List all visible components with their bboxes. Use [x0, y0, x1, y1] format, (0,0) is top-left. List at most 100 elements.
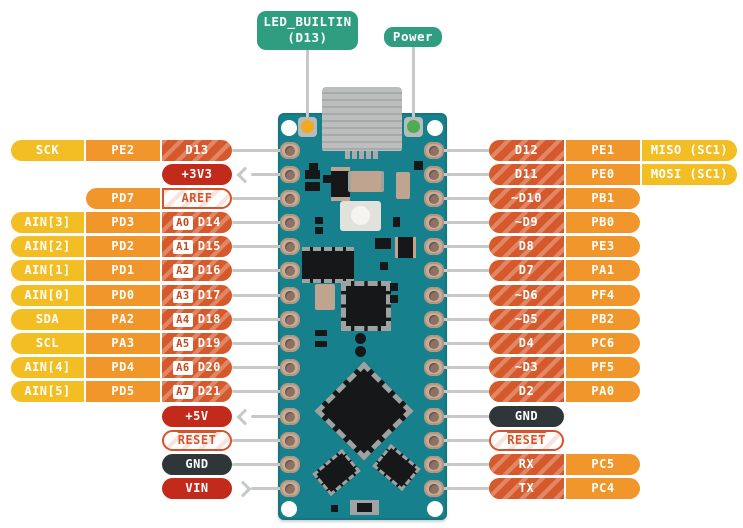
mounting-hole [427, 501, 443, 517]
leader-line [440, 269, 490, 272]
pin-row: VIN [0, 478, 743, 499]
crystal-oscillator [351, 171, 381, 192]
pin-pad [280, 142, 300, 159]
analog-pin-chip: A7 [173, 384, 193, 399]
pin-pad [280, 262, 300, 279]
leader-line [440, 439, 490, 442]
leader-line [440, 149, 490, 152]
pin-row: ~D10 PB1 [0, 188, 743, 209]
digital-pin-label: D17 [197, 288, 221, 302]
pin-pad [280, 480, 300, 497]
port-pill: PF4 [566, 285, 640, 306]
reset-pill: RESET [162, 430, 232, 451]
port-pill: PC4 [566, 478, 640, 499]
pin-pill: ~D10 [489, 188, 564, 209]
digital-pin-label: D15 [197, 239, 221, 253]
leader-line [232, 390, 285, 393]
pin-pad [424, 335, 444, 352]
leader-line [232, 149, 285, 152]
pin-pad [424, 142, 444, 159]
pin-pad [280, 456, 300, 473]
usb-pin [366, 151, 371, 159]
pin-pad [424, 456, 444, 473]
pin-pad [280, 166, 300, 183]
led-builtin-callout: LED_BUILTIN (D13) [257, 11, 358, 50]
mounting-hole [427, 120, 443, 136]
pin-row: ~D9 PB0 [0, 212, 743, 233]
digital-pin-label: D20 [197, 360, 221, 374]
pin-pill: RX [489, 454, 564, 475]
smd-component [414, 161, 423, 170]
pin-pad [280, 214, 300, 231]
pin-pill: A1 D15 [162, 236, 232, 257]
port-pill: PD7 [86, 188, 160, 209]
smd-component [380, 262, 388, 270]
signal-pill: AIN[3] [11, 212, 84, 233]
port-pill: PE0 [566, 164, 640, 185]
port-pill: PD0 [86, 285, 160, 306]
pin-pad [280, 190, 300, 207]
signal-pill: AIN[5] [11, 381, 84, 402]
signal-pill: MISO (SC1) [642, 140, 737, 161]
port-pill: PC5 [566, 454, 640, 475]
pin-pill: ~D5 [489, 309, 564, 330]
port-pill: PA2 [86, 309, 160, 330]
pin-pad [280, 238, 300, 255]
smd-component [375, 238, 391, 249]
pin-row: GND [0, 406, 743, 427]
port-pill: PE2 [86, 140, 160, 161]
pin-pill: D2 [489, 381, 564, 402]
pin-pill: ~D6 [489, 285, 564, 306]
leader-line [440, 366, 490, 369]
callout-line2: (D13) [287, 30, 328, 45]
smd-component [323, 175, 331, 183]
gnd-pill: GND [489, 406, 564, 427]
pin-pill: D7 [489, 260, 564, 281]
callout-line [306, 46, 309, 126]
smd-component [309, 163, 318, 172]
leader-line [440, 463, 490, 466]
leader-line [440, 318, 490, 321]
digital-pin-label: D16 [197, 263, 221, 277]
pin-pad [280, 383, 300, 400]
pin-pill: D11 [489, 164, 564, 185]
smd-component [390, 283, 398, 291]
leader-line [232, 245, 285, 248]
ic-chip [341, 281, 391, 331]
pin-pad [280, 311, 300, 328]
digital-pin-label: D14 [197, 215, 221, 229]
pin-pill: AREF [162, 188, 232, 209]
digital-pin-label: D18 [197, 312, 221, 326]
digital-pin-label: D19 [197, 336, 221, 350]
pin-row: D4 PC6 [0, 333, 743, 354]
pin-pill: D12 [489, 140, 564, 161]
leader-line [440, 221, 490, 224]
signal-pill: SDA [11, 309, 84, 330]
leader-line [440, 415, 490, 418]
smd-component [395, 237, 416, 258]
analog-pin-chip: A1 [173, 239, 193, 254]
pin-pad [424, 311, 444, 328]
port-pill: PC6 [566, 333, 640, 354]
power-led-icon [404, 117, 423, 137]
smd-component [315, 227, 323, 234]
pin-pad [280, 408, 300, 425]
power-pill: +5V [162, 406, 232, 427]
port-pill: PA0 [566, 381, 640, 402]
pin-row: ~D6 PF4 [0, 285, 743, 306]
pin-pad [424, 359, 444, 376]
leader-line [232, 221, 285, 224]
port-pill: PD2 [86, 236, 160, 257]
port-pill: PA1 [566, 260, 640, 281]
usb-connector [322, 87, 402, 151]
pin-pill: TX [489, 478, 564, 499]
pin-pad [280, 359, 300, 376]
